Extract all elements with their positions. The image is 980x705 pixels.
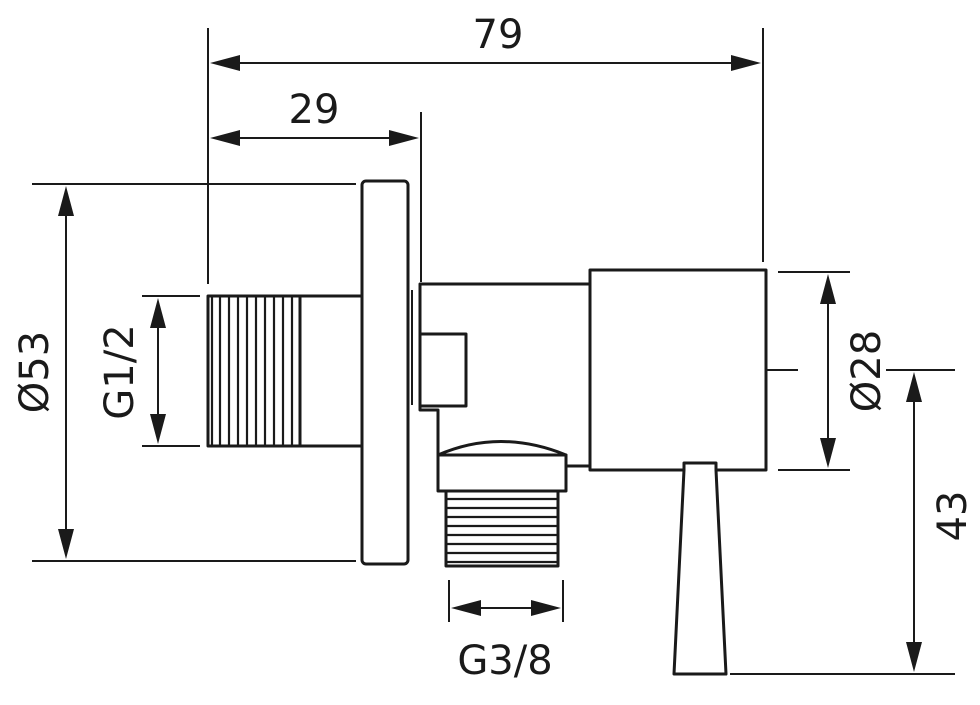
outlet-neck [436, 453, 568, 493]
dimension-label-g38: G3/8 [457, 638, 552, 684]
wall-flange [360, 179, 410, 566]
dimension-label-43: 43 [930, 491, 976, 542]
inlet-neck [298, 294, 364, 448]
dimension-label-29: 29 [289, 87, 340, 133]
dimension-label-d28: Ø28 [844, 330, 890, 412]
dimension-d28: Ø28 [820, 274, 890, 468]
inlet-thread [206, 294, 302, 448]
body-boss [418, 332, 468, 408]
inlet-thread-grooves [210, 296, 294, 446]
dimension-29: 29 [210, 87, 419, 146]
dimension-79: 79 [210, 12, 761, 71]
valve-body [206, 179, 768, 676]
dimension-label-g12: G1/2 [97, 324, 143, 419]
dimension-label-79: 79 [473, 12, 524, 58]
dimension-label-d53: Ø53 [12, 331, 58, 413]
lever-handle [672, 461, 728, 676]
dimension-43: 43 [906, 372, 976, 672]
dimension-g38: G3/8 [451, 600, 561, 684]
outlet-thread-grooves [446, 497, 558, 564]
dimension-g12: G1/2 [97, 298, 166, 444]
valve-head [588, 268, 768, 472]
dimension-d53: Ø53 [12, 186, 74, 559]
extension-lines [32, 28, 955, 675]
outlet-thread [444, 489, 560, 568]
